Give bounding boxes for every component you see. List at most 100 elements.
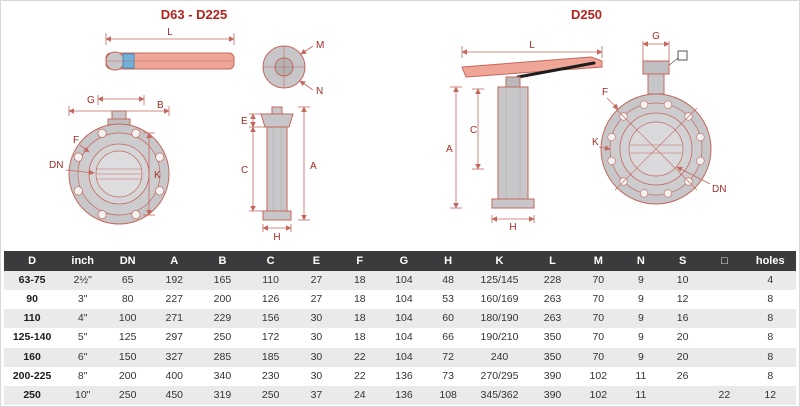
table-cell: 263 bbox=[543, 312, 562, 325]
table-cell: 65 bbox=[121, 274, 134, 286]
table-cell: 9 bbox=[637, 293, 644, 306]
table-cell: 80 bbox=[121, 293, 134, 306]
dim-label-M: M bbox=[316, 40, 324, 51]
dim-label-DN: DN bbox=[712, 184, 726, 195]
table-cell: 230 bbox=[261, 369, 280, 382]
table-cell: 90 bbox=[26, 293, 38, 306]
table-cell bbox=[661, 386, 704, 405]
table-cell: 73 bbox=[442, 369, 454, 382]
table-cell: 102 bbox=[589, 369, 608, 382]
table-cell: 48 bbox=[442, 274, 454, 286]
table-cell: 53 bbox=[442, 293, 454, 306]
valve-front-view: G B bbox=[49, 95, 170, 225]
table-cell: 190/210 bbox=[480, 331, 519, 344]
table-cell: 22 bbox=[718, 388, 731, 401]
table-cell bbox=[704, 271, 744, 290]
table-cell: 30 bbox=[310, 350, 323, 363]
table-cell: 9 bbox=[637, 312, 644, 325]
column-header-6: E bbox=[294, 251, 339, 271]
table-cell: 60 bbox=[442, 312, 454, 325]
dim-label-L: L bbox=[167, 27, 173, 38]
table-cell: 37 bbox=[310, 388, 323, 401]
column-header-13: N bbox=[620, 251, 661, 271]
dim-label-H: H bbox=[509, 222, 516, 233]
table-cell: 327 bbox=[165, 350, 184, 363]
drawings-section: D63 - D225 D250 L bbox=[1, 1, 799, 249]
table-cell: 20 bbox=[676, 350, 689, 363]
table-cell: 30 bbox=[310, 312, 323, 325]
table-cell: 10 bbox=[676, 274, 689, 286]
dim-label-G: G bbox=[87, 95, 95, 106]
dim-label-H: H bbox=[273, 232, 280, 243]
table-cell: 136 bbox=[395, 369, 413, 382]
table-cell: 240 bbox=[490, 350, 509, 363]
dim-label-DN: DN bbox=[49, 160, 63, 171]
right-technical-drawing: L A C H bbox=[446, 31, 726, 233]
handle-top-view: L bbox=[105, 27, 235, 71]
column-header-15: □ bbox=[704, 251, 745, 271]
table-cell: 12 bbox=[764, 388, 777, 401]
table-cell: 18 bbox=[353, 331, 366, 344]
column-header-16: holes bbox=[744, 251, 796, 271]
table-cell: 27 bbox=[310, 293, 323, 306]
table-cell: 16 bbox=[676, 312, 689, 325]
lever-trigger bbox=[516, 61, 596, 79]
column-header-8: G bbox=[381, 251, 427, 271]
table-cell: 172 bbox=[261, 331, 280, 344]
table-cell: 200 bbox=[118, 369, 137, 382]
dim-label-C: C bbox=[241, 165, 248, 176]
table-cell: 160 bbox=[23, 350, 41, 363]
table-cell: 110 bbox=[23, 312, 41, 325]
dim-label-A: A bbox=[310, 161, 317, 172]
table-cell: 450 bbox=[165, 388, 184, 401]
table-cell: 8 bbox=[767, 350, 774, 363]
table-cell: 227 bbox=[165, 293, 184, 306]
table-cell: 10" bbox=[74, 388, 91, 401]
table-cell: 9 bbox=[637, 350, 644, 363]
table-cell: 110 bbox=[262, 274, 279, 286]
table-cell: 100 bbox=[118, 312, 137, 325]
column-header-0: D bbox=[4, 251, 61, 271]
table-cell: 20 bbox=[676, 331, 689, 344]
dim-label-F: F bbox=[73, 135, 79, 146]
table-cell: 72 bbox=[442, 350, 454, 363]
table-cell: 200-225 bbox=[12, 369, 52, 382]
table-cell: 24 bbox=[353, 388, 366, 401]
table-cell: 30 bbox=[310, 331, 323, 344]
lever-side-view: L A C H bbox=[446, 40, 603, 233]
column-header-10: K bbox=[469, 251, 530, 271]
dim-label-C: C bbox=[470, 125, 477, 136]
table-cell: 136 bbox=[395, 388, 413, 401]
column-header-3: A bbox=[150, 251, 199, 271]
table-cell: 228 bbox=[543, 274, 562, 286]
column-header-7: F bbox=[338, 251, 382, 271]
dim-label-K: K bbox=[154, 170, 161, 181]
table-cell: 18 bbox=[353, 274, 366, 286]
table-cell: 150 bbox=[118, 350, 137, 363]
dim-label-B: B bbox=[157, 100, 164, 111]
table-cell: 9 bbox=[637, 331, 644, 344]
table-cell: 185 bbox=[261, 350, 280, 363]
table-cell: 350 bbox=[543, 350, 562, 363]
table-cell: 271 bbox=[165, 312, 184, 325]
table-cell: 250 bbox=[261, 388, 280, 401]
dim-label-E: E bbox=[241, 116, 248, 127]
table-cell: 126 bbox=[261, 293, 280, 306]
table-cell: 3" bbox=[77, 293, 88, 306]
table-cell: 390 bbox=[543, 369, 562, 382]
table-cell: 165 bbox=[213, 274, 232, 286]
table-cell: 160/169 bbox=[480, 293, 519, 306]
column-header-11: L bbox=[529, 251, 576, 271]
table-cell: 18 bbox=[353, 293, 366, 306]
table-cell: 156 bbox=[261, 312, 280, 325]
stem-top-view: M N bbox=[262, 40, 324, 97]
table-cell: 27 bbox=[310, 274, 323, 286]
table-cell: 104 bbox=[395, 350, 413, 363]
table-cell: 125-140 bbox=[12, 331, 52, 344]
table-cell: 11 bbox=[635, 369, 647, 382]
